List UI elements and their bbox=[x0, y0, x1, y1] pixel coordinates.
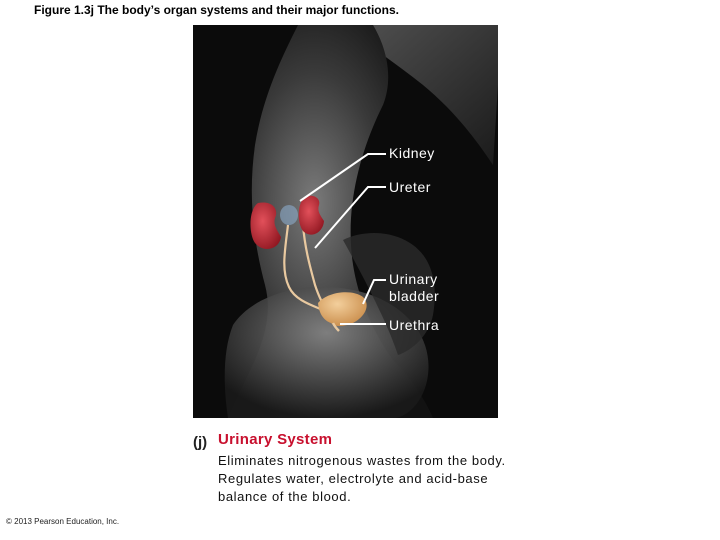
arm-shadow bbox=[343, 233, 435, 355]
hip-shape bbox=[224, 286, 429, 418]
urethra-organ bbox=[331, 322, 340, 332]
label-kidney: Kidney bbox=[389, 145, 435, 161]
label-ureter: Ureter bbox=[389, 179, 431, 195]
copyright-notice: © 2013 Pearson Education, Inc. bbox=[6, 517, 120, 526]
renal-vessels bbox=[280, 205, 298, 225]
ureter-left bbox=[283, 224, 324, 312]
hair-shape bbox=[343, 25, 498, 165]
panel-heading: Urinary System bbox=[218, 431, 333, 448]
urinary-bladder-organ bbox=[318, 292, 367, 326]
figure-title: Figure 1.3j The body’s organ systems and… bbox=[34, 3, 399, 17]
body-photo bbox=[193, 25, 498, 418]
kidney-left bbox=[250, 202, 281, 249]
label-urinary-bladder: Urinary bladder bbox=[389, 271, 440, 304]
panel-letter: (j) bbox=[193, 434, 208, 451]
label-urethra: Urethra bbox=[389, 317, 440, 333]
panel-description: Eliminates nitrogenous wastes from the b… bbox=[218, 453, 506, 504]
